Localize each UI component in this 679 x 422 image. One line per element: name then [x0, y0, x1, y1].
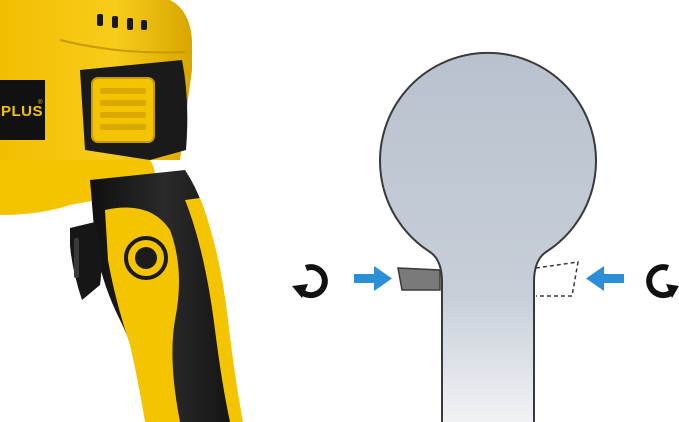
brand-mark: ®	[38, 99, 43, 106]
vent-slot	[127, 18, 133, 30]
arrow-left-icon	[586, 266, 624, 291]
right-wedge-outline	[536, 262, 578, 296]
arrow-right-icon	[354, 266, 392, 291]
rotate-clockwise-icon	[649, 267, 679, 298]
lock-button-inner	[135, 247, 157, 269]
grille-slat	[100, 100, 146, 106]
brand-label: PLUS	[1, 103, 43, 120]
keyhole-diagram	[280, 0, 679, 422]
diagram-svg	[280, 0, 679, 422]
trigger-highlight	[74, 238, 79, 278]
vent-slot	[141, 20, 147, 30]
keyhole-body	[380, 53, 596, 422]
rotate-counterclockwise-icon	[292, 267, 325, 298]
drill-photo: PLUS ®	[0, 0, 245, 422]
left-wedge	[398, 268, 440, 290]
grille-slat	[100, 124, 146, 130]
vent-slot	[112, 16, 118, 28]
vent-slot	[97, 14, 103, 26]
drill-image: PLUS ®	[0, 0, 245, 422]
grille-slat	[100, 112, 146, 118]
side-vent-grille	[92, 78, 154, 142]
grille-slat	[100, 88, 146, 94]
